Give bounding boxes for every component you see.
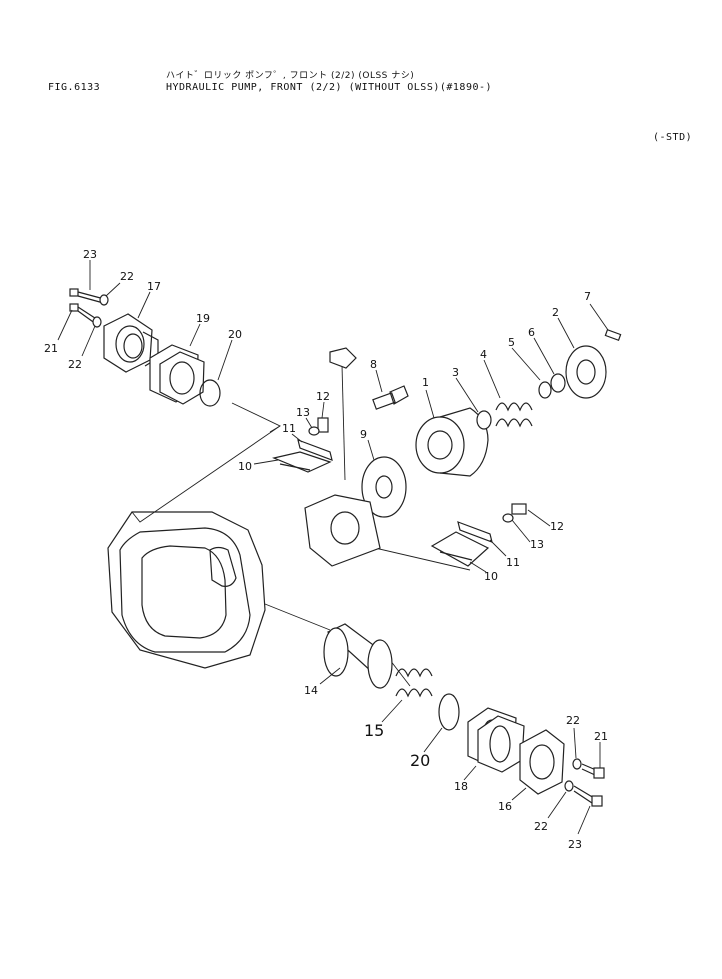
title-japanese: ハイト゛ロリック ポンフ゜, フロント (2/2) (OLSS ナシ) (166, 71, 415, 81)
callout-22-upper: 22 (120, 270, 134, 283)
spring-15 (395, 668, 433, 698)
callout-13-upper: 13 (296, 406, 310, 419)
flange-16 (519, 729, 565, 795)
callout-15: 15 (364, 721, 384, 740)
link-plate-11-upper (297, 439, 333, 461)
o-ring-20-upper (199, 379, 221, 407)
callout-10-upper: 10 (238, 460, 252, 473)
bolt-23-lower (573, 785, 603, 807)
callout-1: 1 (422, 376, 429, 389)
spring-4 (495, 402, 533, 428)
callout-21-lower: 21 (594, 730, 608, 743)
block-piece (329, 347, 357, 369)
o-ring-20-lower (438, 693, 460, 731)
bolt-12-upper (317, 417, 329, 433)
washer-22-lower-2 (564, 780, 574, 792)
callout-22-upper-2: 22 (68, 358, 82, 371)
plate-9 (361, 456, 407, 518)
callout-9: 9 (360, 428, 367, 441)
shims-10-upper (272, 451, 332, 473)
bushing-14 (323, 623, 393, 689)
washer-22-upper-2 (92, 316, 102, 328)
callout-17: 17 (147, 280, 161, 293)
washer-22-lower (572, 758, 582, 770)
spec-label: (-STD) (653, 132, 693, 143)
pin-7 (604, 329, 622, 341)
pump-case-part (304, 494, 381, 567)
callout-23-upper: 23 (83, 248, 97, 261)
callout-10-lower: 10 (484, 570, 498, 583)
figure-number: FIG.6133 (48, 82, 101, 93)
washer-13-lower (502, 513, 514, 523)
callout-14: 14 (304, 684, 318, 697)
valve-plate-2 (565, 345, 607, 399)
flange-17 (103, 313, 159, 373)
callout-20-upper: 20 (228, 328, 242, 341)
callout-18: 18 (454, 780, 468, 793)
callout-12-lower: 12 (550, 520, 564, 533)
callout-3: 3 (452, 366, 459, 379)
bolt-21-lower (581, 763, 605, 779)
callout-7: 7 (584, 290, 591, 303)
callout-5: 5 (508, 336, 515, 349)
washer-22-upper (99, 294, 109, 306)
cylinder-block-1 (415, 407, 489, 477)
callout-23-lower: 23 (568, 838, 582, 851)
ring-5 (538, 381, 552, 399)
callout-6: 6 (528, 326, 535, 339)
callout-21-upper: 21 (44, 342, 58, 355)
callout-13-lower: 13 (530, 538, 544, 551)
pin-8 (372, 385, 409, 410)
callout-16: 16 (498, 800, 512, 813)
callout-labels: 23 22 17 19 20 21 22 8 1 3 4 5 6 2 7 12 … (44, 248, 608, 851)
callout-20-lower: 20 (410, 751, 430, 770)
gasket-19 (149, 344, 205, 405)
shims-10-lower (430, 531, 490, 567)
gasket-18 (467, 707, 525, 773)
washer-13-upper (308, 426, 320, 436)
leader-lines (57, 260, 609, 835)
callout-19: 19 (196, 312, 210, 325)
callout-12-upper: 12 (316, 390, 330, 403)
bolt-12-lower (511, 503, 527, 515)
callout-2: 2 (552, 306, 559, 319)
callout-22-lower: 22 (566, 714, 580, 727)
title-english: HYDRAULIC PUMP, FRONT (2/2) (WITHOUT OLS… (166, 82, 493, 93)
ring-6 (550, 373, 566, 393)
callout-11-lower: 11 (506, 556, 520, 569)
callout-4: 4 (480, 348, 487, 361)
pump-housing (107, 511, 266, 669)
assembly-lines (131, 364, 471, 687)
callout-22-lower-2: 22 (534, 820, 548, 833)
ring-3 (476, 410, 492, 430)
callout-8: 8 (370, 358, 377, 371)
callout-11-upper: 11 (282, 422, 296, 435)
